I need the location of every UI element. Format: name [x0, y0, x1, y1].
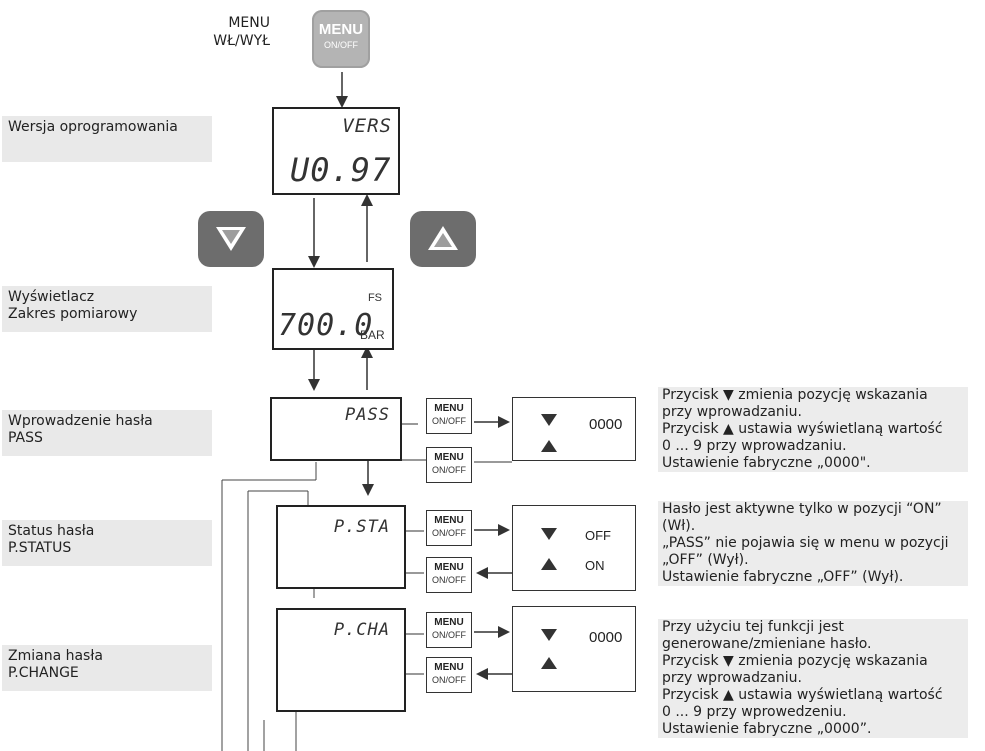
label-status: Status hasła P.STATUS	[2, 520, 212, 566]
label-change: Zmiana hasła P.CHANGE	[2, 645, 212, 691]
menu-onoff-button[interactable]: MENU ON/OFF	[312, 10, 370, 68]
status-select-panel: OFF ON	[512, 505, 636, 591]
display-pstatus-text: P.STA	[333, 517, 390, 537]
status-off-value: OFF	[585, 528, 611, 543]
label-pass: Wprowadzenie hasła PASS	[2, 410, 212, 456]
label-version: Wersja oprogramowania	[2, 116, 212, 162]
display-pchange-text: P.CHA	[333, 620, 390, 640]
note-pass: Przycisk ▼ zmienia pozycję wskazania prz…	[658, 387, 968, 472]
status-on-value: ON	[585, 558, 605, 573]
display-pass: PASS	[270, 397, 402, 461]
up-button[interactable]	[410, 211, 476, 267]
display-range-tag: FS	[367, 292, 382, 304]
display-version: VERS U0.97	[272, 107, 400, 195]
display-pass-text: PASS	[345, 405, 390, 425]
down-arrow-icon	[541, 528, 557, 540]
up-arrow-icon	[541, 440, 557, 452]
display-pstatus: P.STA	[276, 505, 406, 589]
change-entry-value: 0000	[589, 629, 623, 646]
pass-entry-value: 0000	[589, 416, 623, 433]
note-change: Przy użyciu tej funkcji jest generowane/…	[658, 619, 968, 738]
down-button[interactable]	[198, 211, 264, 267]
display-range: FS 700.0 BAR	[272, 268, 394, 350]
down-arrow-icon	[541, 629, 557, 641]
up-arrow-icon	[541, 558, 557, 570]
menu-onoff-caption: MENU WŁ/WYŁ	[213, 15, 270, 49]
display-version-title: VERS	[342, 115, 392, 137]
display-pchange: P.CHA	[276, 608, 406, 712]
up-arrow-icon	[541, 657, 557, 669]
display-range-value: 700.0	[278, 308, 374, 343]
change-entry-panel: 0000	[512, 606, 636, 692]
display-range-unit: BAR	[360, 328, 385, 342]
note-status: Hasło jest aktywne tylko w pozycji “ON” …	[658, 501, 968, 586]
pass-entry-panel: 0000	[512, 397, 636, 461]
label-display: Wyświetlacz Zakres pomiarowy	[2, 286, 212, 332]
menu-button-label: MENU	[318, 21, 364, 38]
down-arrow-icon	[541, 414, 557, 426]
menu-button-sublabel: ON/OFF	[324, 40, 358, 50]
display-version-value: U0.97	[290, 151, 392, 189]
